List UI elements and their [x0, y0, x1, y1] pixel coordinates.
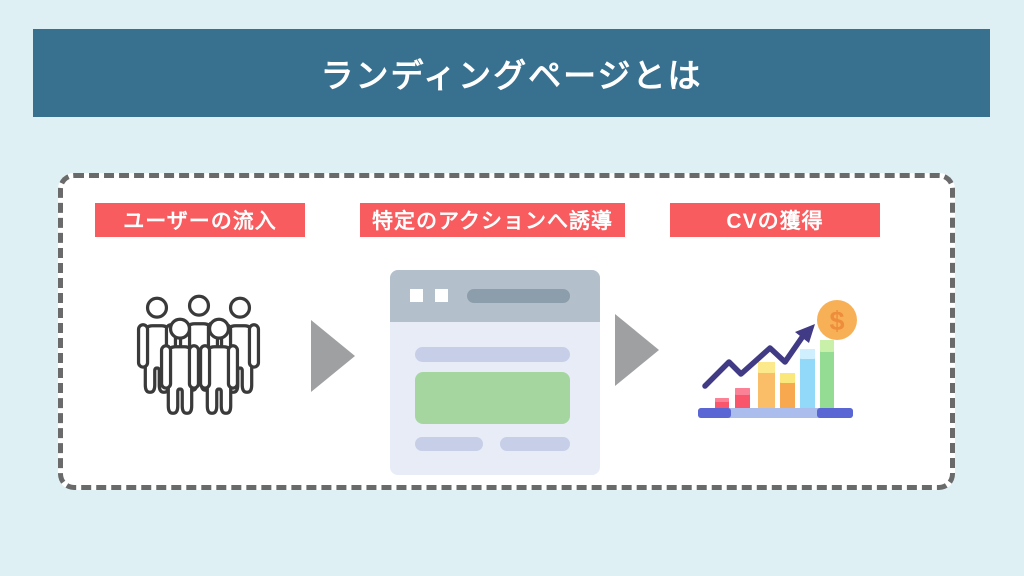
crowd-of-users-icon [136, 294, 261, 415]
step-label-user-inflow: ユーザーの流入 [95, 203, 305, 237]
step-label-cv-acquisition: CVの獲得 [670, 203, 880, 237]
growth-chart-icon: $ [698, 300, 857, 418]
browser-button-icon [435, 289, 448, 302]
trend-arrow-icon [702, 324, 815, 389]
chart-base [698, 408, 853, 418]
step-label-guide-to-action: 特定のアクションへ誘導 [360, 203, 625, 237]
arrow-right-icon [311, 320, 355, 392]
landing-page-mockup [390, 270, 600, 475]
bar-blue [800, 349, 815, 409]
page-text-placeholder [415, 347, 570, 362]
page-text-placeholder [415, 437, 483, 451]
dollar-symbol: $ [829, 306, 844, 336]
arrow-right-icon [615, 314, 659, 386]
bar-green [820, 340, 834, 409]
flow-panel: ユーザーの流入 特定のアクションへ誘導 CVの獲得 [58, 173, 955, 490]
browser-button-icon [410, 289, 423, 302]
browser-urlbar [467, 289, 570, 303]
page-title: ランディングページとは [320, 57, 703, 94]
title-banner: ランディングページとは [33, 29, 990, 117]
dollar-coin-icon: $ [817, 300, 857, 340]
page-text-placeholder [500, 437, 570, 451]
bar-red-small [715, 398, 729, 409]
bar-red [735, 388, 750, 409]
page-hero-block [415, 372, 570, 424]
bar-orange [780, 373, 795, 409]
bar-orange-tall [758, 362, 775, 409]
